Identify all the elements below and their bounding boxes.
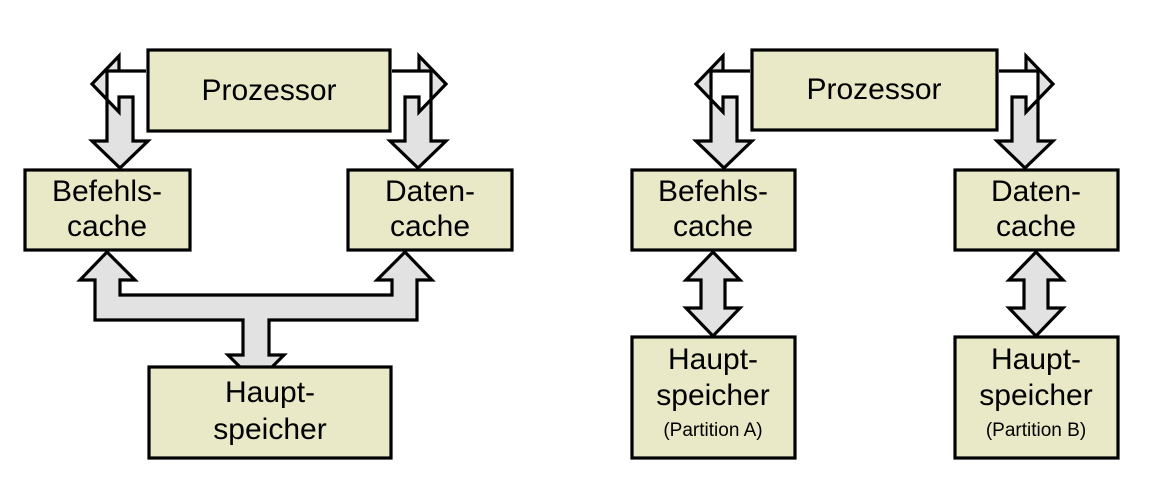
processor-instruction-cache-arrow-right bbox=[692, 52, 756, 171]
instruction-cache-box-left-label-line2: cache bbox=[67, 210, 147, 243]
main-memory-partition-a-label-line2: speicher bbox=[656, 379, 769, 412]
processor-data-cache-arrow-right bbox=[993, 52, 1057, 171]
data-cache-box-right bbox=[953, 168, 1120, 252]
instruction-cache-box-left-label-line1: Befehls- bbox=[52, 175, 162, 208]
memory-bus-three-way-arrow-left bbox=[76, 249, 436, 386]
main-memory-partition-a-sublabel: (Partition A) bbox=[663, 420, 762, 441]
processor-box-left bbox=[146, 48, 392, 133]
left-panel-shared-memory: Prozessor Befehls- cache Daten- cache Ha… bbox=[23, 48, 514, 460]
processor-box-right bbox=[750, 48, 999, 132]
main-memory-partition-b-box bbox=[953, 335, 1120, 460]
right-panel-partitioned-memory: Prozessor Befehls- cache Daten- cache Ha… bbox=[630, 48, 1120, 460]
instruction-cache-box-left bbox=[23, 168, 192, 252]
main-memory-partition-a-box bbox=[630, 335, 797, 460]
data-cache-box-left bbox=[346, 168, 514, 252]
processor-box-left-label: Prozessor bbox=[201, 74, 336, 107]
processor-instruction-cache-arrow-left bbox=[88, 52, 152, 171]
instruction-cache-box-right-label-line1: Befehls- bbox=[658, 175, 768, 208]
instruction-cache-box-right-label-line2: cache bbox=[673, 210, 753, 243]
main-memory-box-left bbox=[147, 365, 393, 460]
processor-box-right-label: Prozessor bbox=[806, 73, 941, 106]
main-memory-partition-a-label-line1: Haupt- bbox=[668, 343, 758, 376]
processor-data-cache-arrow-left bbox=[386, 52, 450, 171]
main-memory-partition-b-label-line1: Haupt- bbox=[991, 343, 1081, 376]
data-cache-box-right-label-line1: Daten- bbox=[991, 175, 1081, 208]
data-cache-memory-b-arrow bbox=[1005, 249, 1067, 339]
main-memory-box-left-label-line1: Haupt- bbox=[225, 376, 315, 409]
instruction-cache-box-right bbox=[630, 168, 797, 252]
data-cache-box-left-label-line1: Daten- bbox=[385, 175, 475, 208]
main-memory-partition-b-label-line2: speicher bbox=[979, 379, 1092, 412]
instruction-cache-memory-a-arrow bbox=[682, 249, 744, 339]
main-memory-partition-b-sublabel: (Partition B) bbox=[986, 420, 1086, 441]
data-cache-box-right-label-line2: cache bbox=[996, 210, 1076, 243]
data-cache-box-left-label-line2: cache bbox=[390, 210, 470, 243]
main-memory-box-left-label-line2: speicher bbox=[213, 413, 326, 446]
